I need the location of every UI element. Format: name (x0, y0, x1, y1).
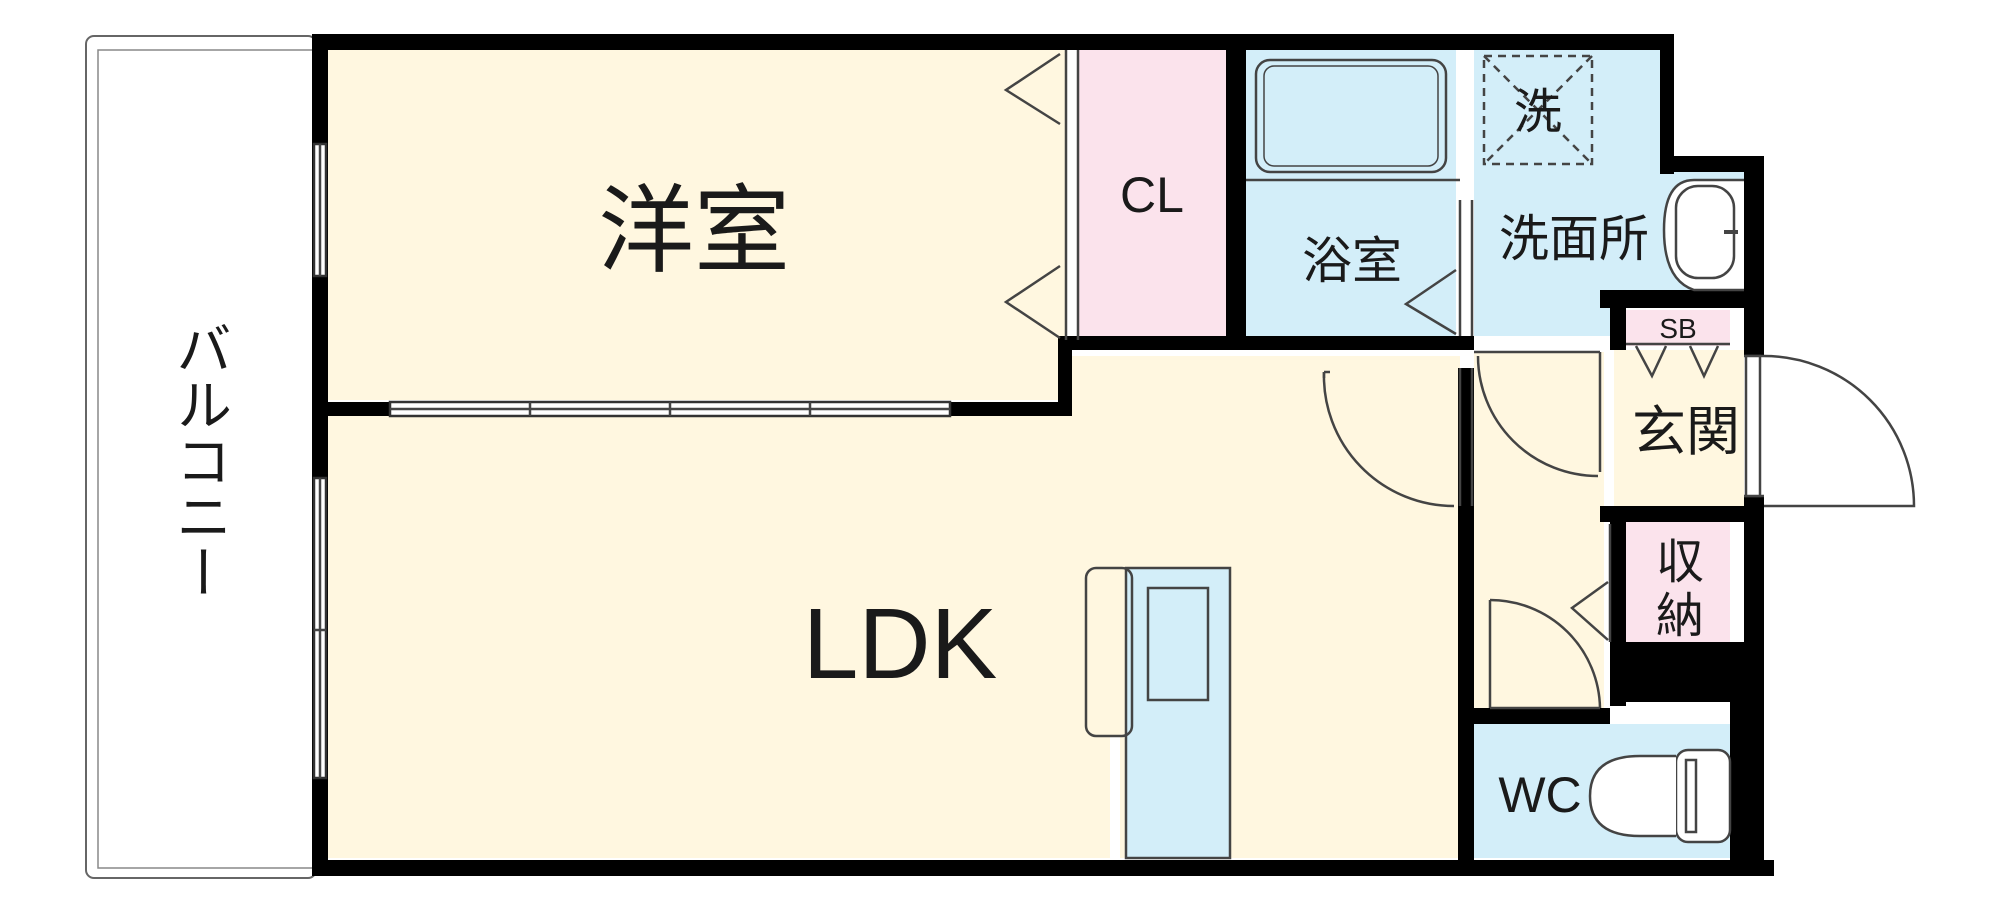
room-label-storage-2: 納 (1656, 590, 1704, 643)
room-label-entrance: 玄関 (1632, 402, 1740, 462)
room-label-washer: 洗 (1514, 86, 1562, 139)
room-label-toilet: WC (1498, 767, 1581, 823)
balcony (85, 35, 317, 879)
room-label-storage-1: 収 (1656, 536, 1704, 589)
room-label-bath: 浴室 (1302, 233, 1402, 289)
room-label-closet: CL (1120, 167, 1184, 223)
balcony-label: バルコニー (169, 320, 232, 600)
room-label-washroom: 洗面所 (1499, 211, 1649, 267)
room-label-living: LDK (803, 588, 998, 700)
room-label-shoe-box: SB (1659, 313, 1696, 344)
room-label-bedroom: 洋室 (598, 178, 790, 285)
partitions (312, 50, 1916, 860)
floor-fills (326, 50, 1744, 858)
